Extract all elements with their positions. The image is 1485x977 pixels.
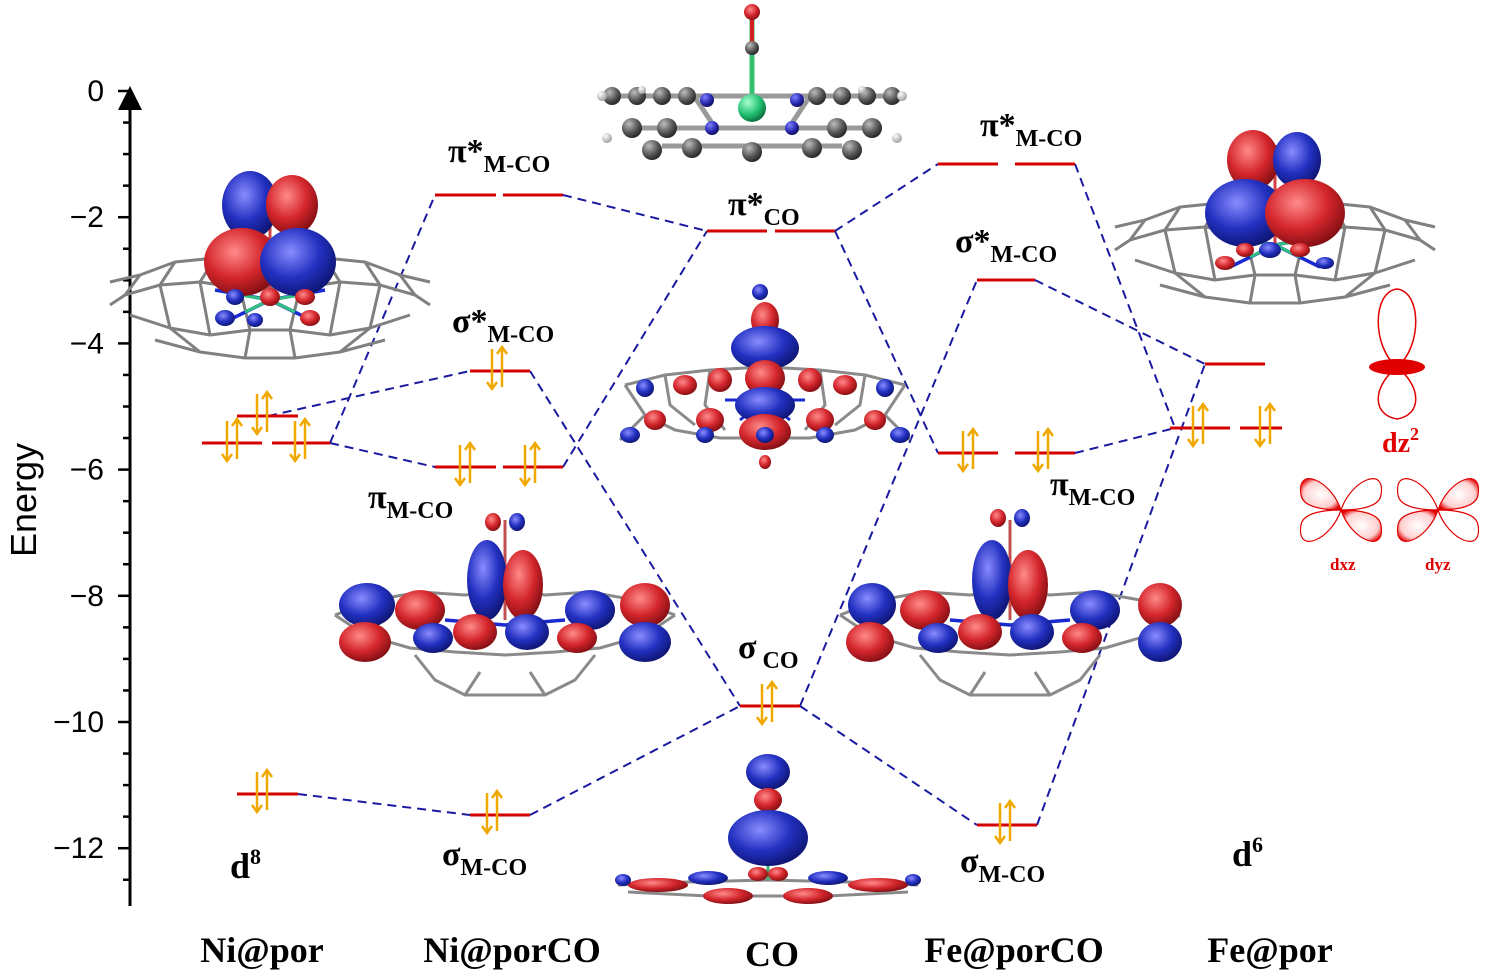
connector — [529, 370, 741, 707]
axis-tick-label: −8 — [70, 580, 104, 613]
axis-tick-label: 0 — [87, 75, 104, 108]
energy-levels — [202, 162, 1282, 827]
d-orbital-isosurface-icon — [615, 754, 921, 904]
spin-down-arrowhead — [1186, 438, 1200, 449]
dyz-orbital-icon — [1396, 478, 1480, 542]
spin-up-arrowhead — [298, 416, 312, 427]
spin-up-arrowhead — [260, 767, 274, 778]
spin-down-arrowhead — [250, 804, 264, 815]
spin-up-arrowhead — [966, 426, 980, 437]
axis-tick-label: −2 — [70, 201, 104, 234]
d-orbital-isosurface-icon — [108, 171, 432, 360]
column-label-fe-por: Fe@por — [1207, 930, 1332, 970]
spin-up-arrowhead — [490, 788, 504, 799]
spin-down-arrowhead — [453, 477, 467, 488]
label-fe-sigma-star: σ*M-CO — [955, 223, 1057, 268]
correlation-lines — [267, 163, 1206, 826]
spin-up-arrowhead — [1196, 401, 1210, 412]
axis-title: Energy — [3, 443, 44, 557]
axis-tick-label: −4 — [70, 327, 104, 360]
connector — [529, 705, 741, 816]
d-orbital-isosurface-icon — [838, 509, 1182, 697]
connector — [799, 705, 978, 826]
dz2-label: dz2 — [1382, 424, 1419, 459]
connector — [297, 793, 471, 816]
d-orbital-isosurface-icon — [333, 513, 677, 697]
axis-tick-label: −6 — [70, 454, 104, 487]
label-fe-pi-star: π*M-CO — [980, 107, 1082, 152]
connector — [834, 230, 939, 454]
spin-up-arrowhead — [230, 416, 244, 427]
spin-up-arrowhead — [1263, 401, 1277, 412]
connector — [1036, 363, 1206, 826]
label-ni-sigma-star: σ*M-CO — [452, 303, 554, 348]
spin-up-arrowhead — [1041, 426, 1055, 437]
column-label-ni-por: Ni@por — [200, 930, 324, 970]
dxz-orbital-icon — [1299, 478, 1383, 542]
connector — [1034, 279, 1206, 365]
spin-down-arrowhead — [1031, 463, 1045, 474]
column-label-fe-porco: Fe@porCO — [924, 930, 1103, 970]
spin-down-arrowhead — [220, 453, 234, 464]
spin-down-arrowhead — [518, 477, 532, 488]
label-ni-pi-star: π*M-CO — [448, 133, 550, 178]
axis-tick-label: −12 — [53, 832, 104, 865]
connector — [834, 163, 939, 232]
spin-down-arrowhead — [1253, 438, 1267, 449]
label-co-pi-star: π*CO — [728, 186, 800, 231]
d-orbital-isosurface-icon — [618, 284, 912, 469]
spin-down-arrowhead — [755, 716, 769, 727]
connector — [562, 230, 708, 468]
axis-ticks: 0 −2 −4 −6 −8 −10 −12 — [53, 75, 130, 881]
label-co-sigma: σ CO — [738, 629, 799, 674]
connector — [1074, 427, 1176, 454]
co-porphyrin-molecule-icon — [597, 4, 907, 162]
axis-arrow-icon — [118, 86, 142, 110]
dz2-orbital-icon — [1369, 288, 1425, 420]
connector — [329, 194, 436, 444]
spin-up-arrowhead — [260, 389, 274, 400]
label-ni-sigma: σM-CO — [442, 836, 527, 881]
dxz-label: dxz — [1330, 555, 1356, 574]
spin-up-arrowhead — [1003, 798, 1017, 809]
spin-down-arrowhead — [250, 426, 264, 437]
connector — [562, 194, 708, 232]
label-ni-d8: d8 — [230, 844, 261, 886]
spin-up-arrowhead — [463, 440, 477, 451]
label-ni-pi: πM-CO — [368, 479, 453, 524]
spin-down-arrowhead — [993, 835, 1007, 846]
connector — [329, 442, 436, 468]
column-label-ni-porco: Ni@porCO — [423, 930, 601, 970]
spin-down-arrowhead — [480, 825, 494, 836]
spin-down-arrowhead — [956, 463, 970, 474]
column-label-co: CO — [745, 934, 799, 974]
connector — [1074, 163, 1176, 429]
connector — [799, 279, 978, 707]
spin-down-arrowhead — [485, 381, 499, 392]
label-fe-pi: πM-CO — [1050, 466, 1135, 511]
spin-up-arrowhead — [528, 440, 542, 451]
energy-axis: 0 −2 −4 −6 −8 −10 −12 Energy — [3, 75, 142, 906]
label-fe-d6: d6 — [1232, 832, 1263, 874]
dyz-label: dyz — [1425, 555, 1451, 574]
label-fe-sigma: σM-CO — [960, 843, 1045, 888]
spin-up-arrowhead — [765, 679, 779, 690]
spin-up-arrowhead — [495, 344, 509, 355]
d-orbital-isosurface-icon — [1113, 130, 1437, 305]
axis-tick-label: −10 — [53, 706, 104, 739]
connector — [267, 370, 471, 417]
electron-pairs — [220, 344, 1277, 846]
spin-down-arrowhead — [288, 453, 302, 464]
